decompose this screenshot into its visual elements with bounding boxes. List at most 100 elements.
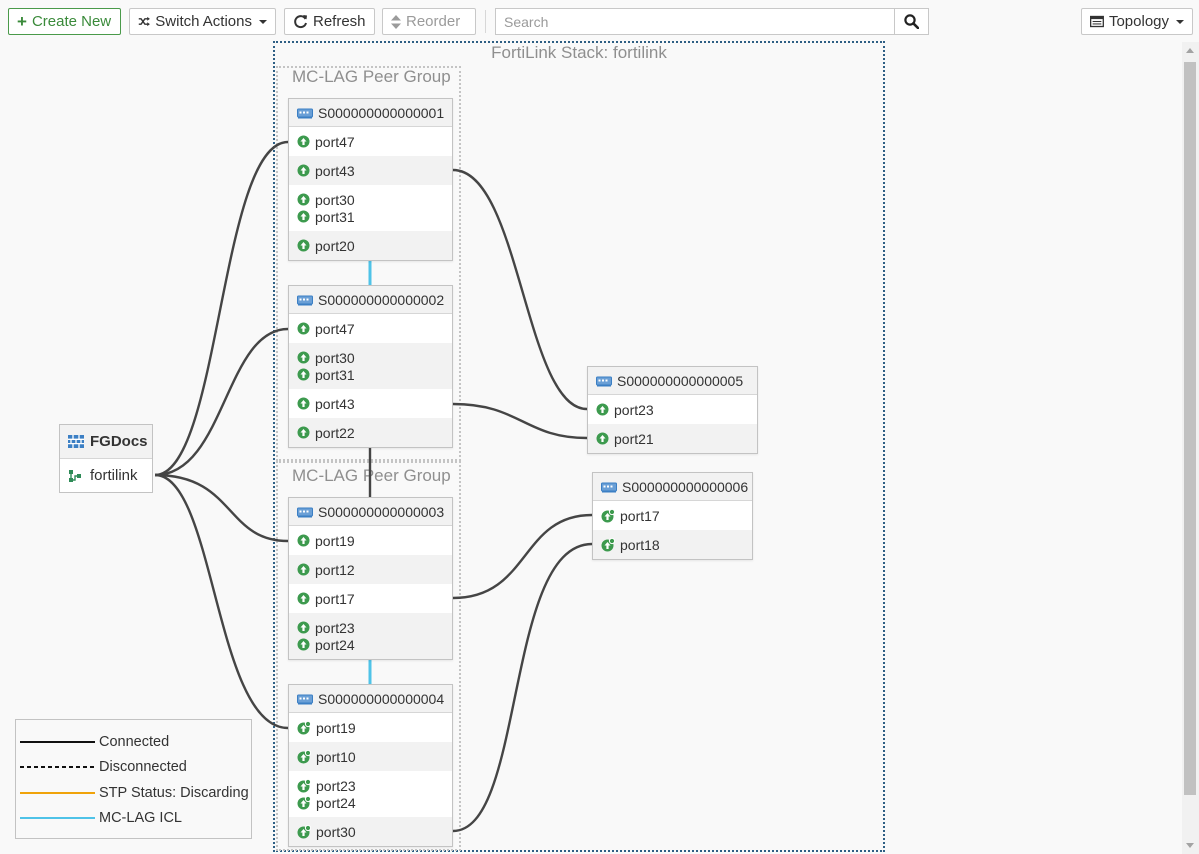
- legend-item-connected: Connected: [20, 732, 169, 752]
- scroll-thumb[interactable]: [1184, 62, 1196, 795]
- port-up-icon: [297, 397, 310, 410]
- port-item[interactable]: port47: [297, 320, 452, 337]
- port-item[interactable]: port12: [297, 561, 452, 578]
- switch-header: S000000000000003: [289, 498, 452, 526]
- port-up-icon: [297, 621, 310, 634]
- port-item[interactable]: port30: [297, 191, 452, 208]
- port-row[interactable]: port23port24: [289, 613, 452, 659]
- port-row[interactable]: port19: [289, 713, 452, 742]
- port-authorized-icon: [297, 825, 311, 839]
- port-row[interactable]: port17: [289, 584, 452, 613]
- port-up-icon: [297, 426, 310, 439]
- port-label: port17: [620, 508, 660, 524]
- port-item[interactable]: port19: [297, 532, 452, 549]
- fortigate-name: FGDocs: [90, 433, 148, 450]
- link-fortilink-s2: [155, 329, 288, 475]
- port-up-icon: [297, 164, 310, 177]
- port-item[interactable]: port18: [601, 536, 752, 553]
- port-item[interactable]: port30: [297, 349, 452, 366]
- port-label: port19: [316, 720, 356, 736]
- port-up-icon: [596, 432, 609, 445]
- port-item[interactable]: port17: [297, 590, 452, 607]
- port-item[interactable]: port43: [297, 395, 452, 412]
- switch-node[interactable]: S000000000000006 port17 port18: [592, 472, 753, 560]
- switch-serial: S000000000000001: [318, 105, 444, 121]
- port-row[interactable]: port23: [588, 395, 757, 424]
- switch-header: S000000000000002: [289, 286, 452, 314]
- port-row[interactable]: port21: [588, 424, 757, 453]
- switch-header: S000000000000001: [289, 99, 452, 127]
- port-row[interactable]: port30port31: [289, 343, 452, 389]
- port-up-icon: [297, 322, 310, 335]
- legend-dashed-line: [20, 765, 95, 769]
- port-row[interactable]: port20: [289, 231, 452, 260]
- port-label: port17: [315, 591, 355, 607]
- port-row[interactable]: port19: [289, 526, 452, 555]
- port-row[interactable]: port23port24: [289, 771, 452, 817]
- port-item[interactable]: port23: [596, 401, 757, 418]
- port-row[interactable]: port47: [289, 127, 452, 156]
- port-row[interactable]: port17: [593, 501, 752, 530]
- port-item[interactable]: port23: [297, 619, 452, 636]
- port-label: port12: [315, 562, 355, 578]
- vertical-scrollbar[interactable]: [1182, 42, 1199, 854]
- port-authorized-icon: [297, 779, 311, 793]
- link-s1-s5: [453, 170, 587, 409]
- legend-label: Disconnected: [99, 759, 187, 775]
- port-item[interactable]: port17: [601, 507, 752, 524]
- switch-node[interactable]: S000000000000003 port19 port12 port17 port23…: [288, 497, 453, 660]
- port-authorized-icon: [601, 509, 615, 523]
- port-item[interactable]: port23: [297, 777, 452, 794]
- port-label: port10: [316, 749, 356, 765]
- port-item[interactable]: port20: [297, 237, 452, 254]
- port-label: port21: [614, 431, 654, 447]
- switch-node[interactable]: S000000000000001 port47 port43 port30port31…: [288, 98, 453, 261]
- port-label: port47: [315, 134, 355, 150]
- legend-label: MC-LAG ICL: [99, 810, 182, 826]
- port-row[interactable]: port10: [289, 742, 452, 771]
- legend-blue-line: [20, 816, 95, 820]
- port-item[interactable]: port31: [297, 366, 452, 383]
- legend-orange-line: [20, 791, 95, 795]
- port-item[interactable]: port24: [297, 636, 452, 653]
- port-row[interactable]: port43: [289, 156, 452, 185]
- switch-serial: S000000000000004: [318, 691, 444, 707]
- switch-header: S000000000000005: [588, 367, 757, 395]
- port-row[interactable]: port47: [289, 314, 452, 343]
- port-item[interactable]: port30: [297, 823, 452, 840]
- port-item[interactable]: port43: [297, 162, 452, 179]
- switch-serial: S000000000000006: [622, 479, 748, 495]
- switch-serial: S000000000000003: [318, 504, 444, 520]
- port-item[interactable]: port47: [297, 133, 452, 150]
- port-label: port24: [315, 637, 355, 653]
- port-item[interactable]: port21: [596, 430, 757, 447]
- port-row[interactable]: port18: [593, 530, 752, 559]
- scroll-up-arrow-icon[interactable]: [1186, 48, 1194, 53]
- port-authorized-icon: [297, 750, 311, 764]
- port-item[interactable]: port24: [297, 794, 452, 811]
- port-label: port22: [315, 425, 355, 441]
- port-label: port30: [315, 350, 355, 366]
- scroll-down-arrow-icon[interactable]: [1186, 843, 1194, 848]
- port-label: port19: [315, 533, 355, 549]
- port-item[interactable]: port31: [297, 208, 452, 225]
- port-item[interactable]: port19: [297, 719, 452, 736]
- port-authorized-icon: [297, 721, 311, 735]
- port-row[interactable]: port12: [289, 555, 452, 584]
- port-up-icon: [297, 351, 310, 364]
- port-label: port23: [315, 620, 355, 636]
- fortilink-interface-label: fortilink: [90, 467, 138, 484]
- fortilink-interface[interactable]: fortilink: [60, 459, 152, 492]
- port-row[interactable]: port30: [289, 817, 452, 846]
- fortigate-node[interactable]: FGDocs fortilink: [59, 424, 153, 493]
- port-item[interactable]: port10: [297, 748, 452, 765]
- port-row[interactable]: port22: [289, 418, 452, 447]
- port-item[interactable]: port22: [297, 424, 452, 441]
- switch-node[interactable]: S000000000000002 port47 port30port31 port43…: [288, 285, 453, 448]
- port-row[interactable]: port43: [289, 389, 452, 418]
- port-row[interactable]: port30port31: [289, 185, 452, 231]
- switch-node[interactable]: S000000000000005 port23 port21: [587, 366, 758, 454]
- port-up-icon: [297, 193, 310, 206]
- legend-solid-line: [20, 740, 95, 744]
- switch-node[interactable]: S000000000000004 port19 port10 port23port24…: [288, 684, 453, 847]
